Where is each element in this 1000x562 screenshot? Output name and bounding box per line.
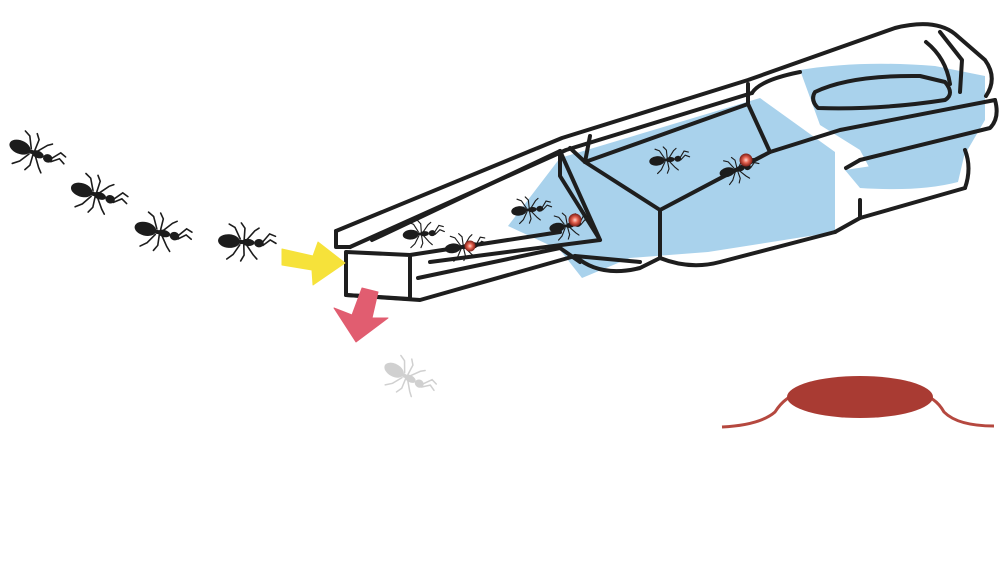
bait-bead-icon	[464, 240, 476, 252]
ellipse-icon	[721, 376, 995, 429]
bait-station-trap	[334, 22, 999, 302]
bait-water-region	[508, 63, 985, 278]
trap-outline	[334, 22, 999, 302]
bait-bead-icon	[739, 153, 753, 167]
arrow-down-icon	[333, 287, 389, 343]
bait-bead-icon	[568, 213, 582, 227]
arrow-right-icon	[281, 241, 346, 286]
